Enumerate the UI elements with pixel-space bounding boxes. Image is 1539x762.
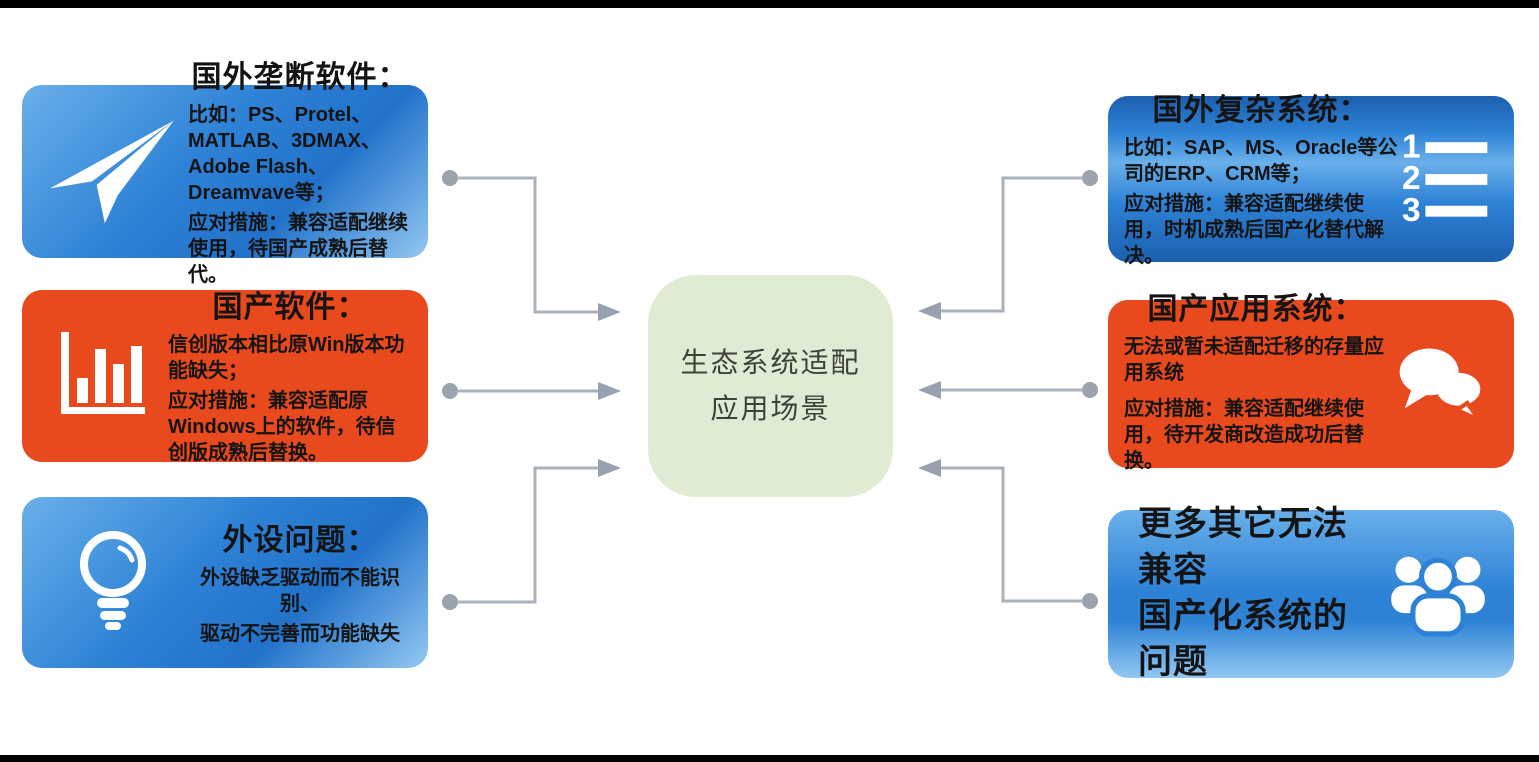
box-body-measure: 应对措施：兼容适配继续使用，待国产成熟后替代。 <box>188 211 408 286</box>
box-title: 国外垄断软件： <box>191 60 409 94</box>
connector-right-bottom <box>918 459 1098 609</box>
top-frame-bar <box>0 0 1539 8</box>
box-body-line1: 外设缺乏驱动而不能识别、 <box>200 566 400 615</box>
box-title: 国外复杂系统： <box>1152 94 1370 127</box>
light-bulb-icon <box>38 522 188 644</box>
box-text: 国产应用系统： 无法或暂未适配迁移的存量应用系统 应对措施：兼容适配继续使用，待… <box>1124 284 1388 484</box>
bar-chart-icon <box>38 326 168 426</box>
chat-bubbles-icon <box>1388 339 1498 429</box>
svg-text:2: 2 <box>1402 160 1421 197</box>
box-text: 更多其它无法兼容 国产化系统的问题 <box>1124 502 1378 686</box>
box-body-problem: 信创版本相比原Win版本功能缺失； <box>168 334 405 382</box>
center-node-line1: 生态系统适配 <box>680 346 861 378</box>
bottom-frame-bar <box>0 755 1539 762</box>
box-body-problem: 无法或暂未适配迁移的存量应用系统 <box>1124 336 1384 384</box>
box-peripheral-issues: 外设问题： 外设缺乏驱动而不能识别、 驱动不完善而功能缺失 <box>22 497 428 668</box>
center-node-line2: 应用场景 <box>710 393 831 424</box>
box-body-measure: 应对措施：兼容适配原Windows上的软件，待信创版成熟后替换。 <box>168 390 396 464</box>
box-title-line2: 国产化系统的问题 <box>1138 597 1348 681</box>
svg-text:3: 3 <box>1402 192 1421 227</box>
connector-right-top <box>918 170 1098 320</box>
box-body-example: 比如：PS、Protel、MATLAB、3DMAX、Adobe Flash、Dr… <box>188 103 381 204</box>
box-more-incompatible-issues: 更多其它无法兼容 国产化系统的问题 <box>1108 505 1514 681</box>
numbered-list-icon: 1 2 3 <box>1398 131 1498 227</box>
connector-left-top <box>442 170 621 321</box>
box-body-measure: 应对措施：兼容适配继续使用，待开发商改造成功后替换。 <box>1124 398 1364 472</box>
box-body-measure: 应对措施：兼容适配继续使用，时机成熟后国产化替代解决。 <box>1124 193 1384 267</box>
box-title: 国产软件： <box>212 291 368 324</box>
box-domestic-software: 国产软件： 信创版本相比原Win版本功能缺失； 应对措施：兼容适配原Window… <box>22 290 428 464</box>
box-body-line2: 驱动不完善而功能缺失 <box>200 622 400 645</box>
paper-plane-icon <box>38 113 188 231</box>
connector-left-bottom <box>442 459 621 610</box>
box-title: 国产应用系统： <box>1147 293 1365 326</box>
box-text: 外设问题： 外设缺乏驱动而不能识别、 驱动不完善而功能缺失 <box>188 515 412 651</box>
connector-left-middle <box>442 382 621 400</box>
center-node: 生态系统适配 应用场景 <box>648 275 893 497</box>
box-title: 外设问题： <box>222 523 378 557</box>
box-foreign-monopoly-software: 国外垄断软件： 比如：PS、Protel、MATLAB、3DMAX、Adobe … <box>22 61 428 286</box>
people-group-icon <box>1378 548 1498 640</box>
box-body-example: 比如：SAP、MS、Oracle等公司的ERP、CRM等； <box>1124 137 1398 185</box>
box-text: 国外垄断软件： 比如：PS、Protel、MATLAB、3DMAX、Adobe … <box>188 52 412 292</box>
box-domestic-application-systems: 国产应用系统： 无法或暂未适配迁移的存量应用系统 应对措施：兼容适配继续使用，待… <box>1108 293 1514 472</box>
box-text: 国外复杂系统： 比如：SAP、MS、Oracle等公司的ERP、CRM等； 应对… <box>1124 85 1398 273</box>
connector-right-middle <box>918 381 1098 399</box>
box-title-line1: 更多其它无法兼容 <box>1138 505 1348 590</box>
box-foreign-complex-systems: 国外复杂系统： 比如：SAP、MS、Oracle等公司的ERP、CRM等； 应对… <box>1108 94 1514 267</box>
box-text: 国产软件： 信创版本相比原Win版本功能缺失； 应对措施：兼容适配原Window… <box>168 282 412 470</box>
svg-text:1: 1 <box>1402 131 1421 165</box>
